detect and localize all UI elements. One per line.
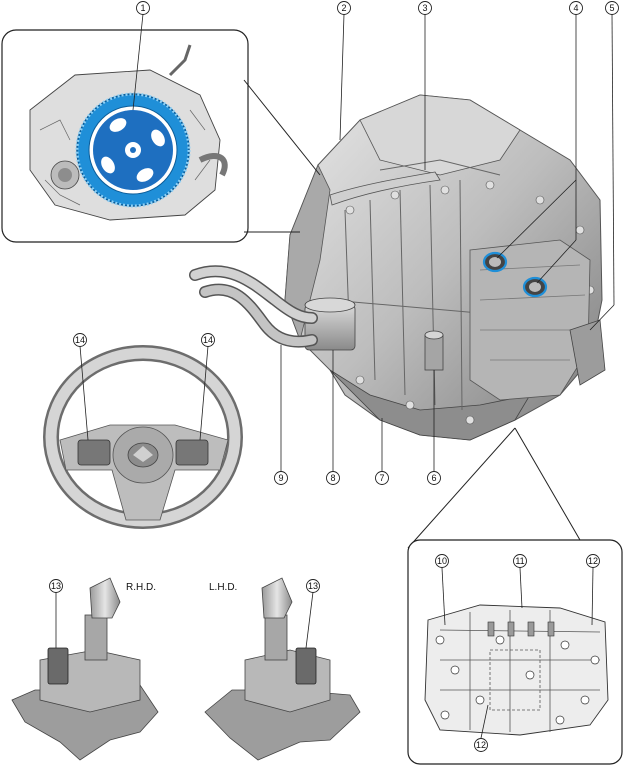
callout-12-top: 12 xyxy=(586,554,600,568)
steering-wheel xyxy=(43,345,243,529)
callout-7: 7 xyxy=(375,471,389,485)
svg-text:6: 6 xyxy=(431,473,436,483)
callout-2: 2 xyxy=(337,1,351,15)
svg-text:10: 10 xyxy=(437,556,447,566)
callout-6: 6 xyxy=(427,471,441,485)
cooler-hoses xyxy=(189,265,318,348)
callout-13-rhd: 13 xyxy=(49,579,63,593)
flywheel-inset xyxy=(1,29,321,243)
svg-text:13: 13 xyxy=(51,581,61,591)
valve-body-inset xyxy=(407,427,623,765)
svg-text:9: 9 xyxy=(278,473,283,483)
callout-11: 11 xyxy=(513,554,527,568)
lhd-label: L.H.D. xyxy=(209,582,237,593)
svg-text:5: 5 xyxy=(609,3,614,13)
svg-text:12: 12 xyxy=(588,556,598,566)
callout-9: 9 xyxy=(274,471,288,485)
svg-text:14: 14 xyxy=(75,335,85,345)
callout-4: 4 xyxy=(569,1,583,15)
callout-14-right: 14 xyxy=(201,333,215,347)
rhd-label: R.H.D. xyxy=(126,582,156,593)
svg-text:7: 7 xyxy=(379,473,384,483)
callout-10: 10 xyxy=(435,554,449,568)
drive-plate xyxy=(75,92,191,208)
svg-text:2: 2 xyxy=(341,3,346,13)
leader-lines xyxy=(55,13,615,739)
callouts: 1 2 3 4 5 6 7 8 9 10 11 12 12 13 13 14 1… xyxy=(49,1,619,752)
svg-text:1: 1 xyxy=(140,3,145,13)
callout-8: 8 xyxy=(326,471,340,485)
shifter-rhd xyxy=(11,577,159,761)
svg-text:4: 4 xyxy=(573,3,578,13)
svg-text:3: 3 xyxy=(422,3,427,13)
callout-5: 5 xyxy=(605,1,619,15)
callout-12-bottom: 12 xyxy=(474,738,488,752)
svg-text:14: 14 xyxy=(203,335,213,345)
transmission-assembly xyxy=(189,94,606,441)
svg-text:13: 13 xyxy=(308,581,318,591)
svg-text:12: 12 xyxy=(476,740,486,750)
callout-13-lhd: 13 xyxy=(306,579,320,593)
callout-14-left: 14 xyxy=(73,333,87,347)
shifter-lhd xyxy=(204,577,361,761)
callout-1: 1 xyxy=(136,1,150,15)
svg-text:8: 8 xyxy=(330,473,335,483)
vent-hose xyxy=(329,171,441,206)
callout-3: 3 xyxy=(418,1,432,15)
oil-seal-highlight xyxy=(482,251,548,298)
svg-text:11: 11 xyxy=(515,556,524,566)
